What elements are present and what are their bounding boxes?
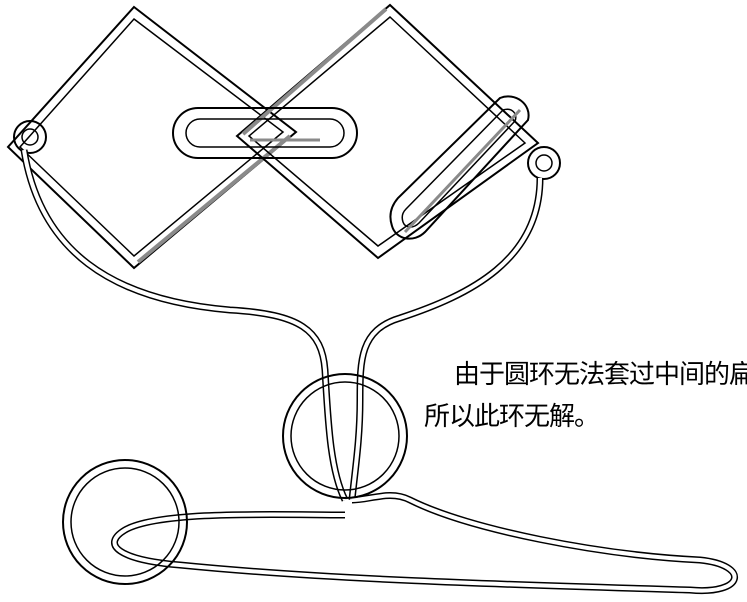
right-eyelet [527,146,561,180]
left-eyelet [13,120,47,154]
caption-line-1: 由于圆环无法套过中间的扁环, [454,360,747,390]
right-diagonal-loop [389,95,530,240]
caption-text: 由于圆环无法套过中间的扁环, 所以此环无解。 [424,354,747,438]
string [20,149,738,595]
center-ring [282,373,408,499]
caption-line-2: 所以此环无解。 [424,402,600,432]
middle-flat-ring [172,107,358,159]
bottom-left-ring [62,459,188,585]
right-square-frame [235,3,540,260]
